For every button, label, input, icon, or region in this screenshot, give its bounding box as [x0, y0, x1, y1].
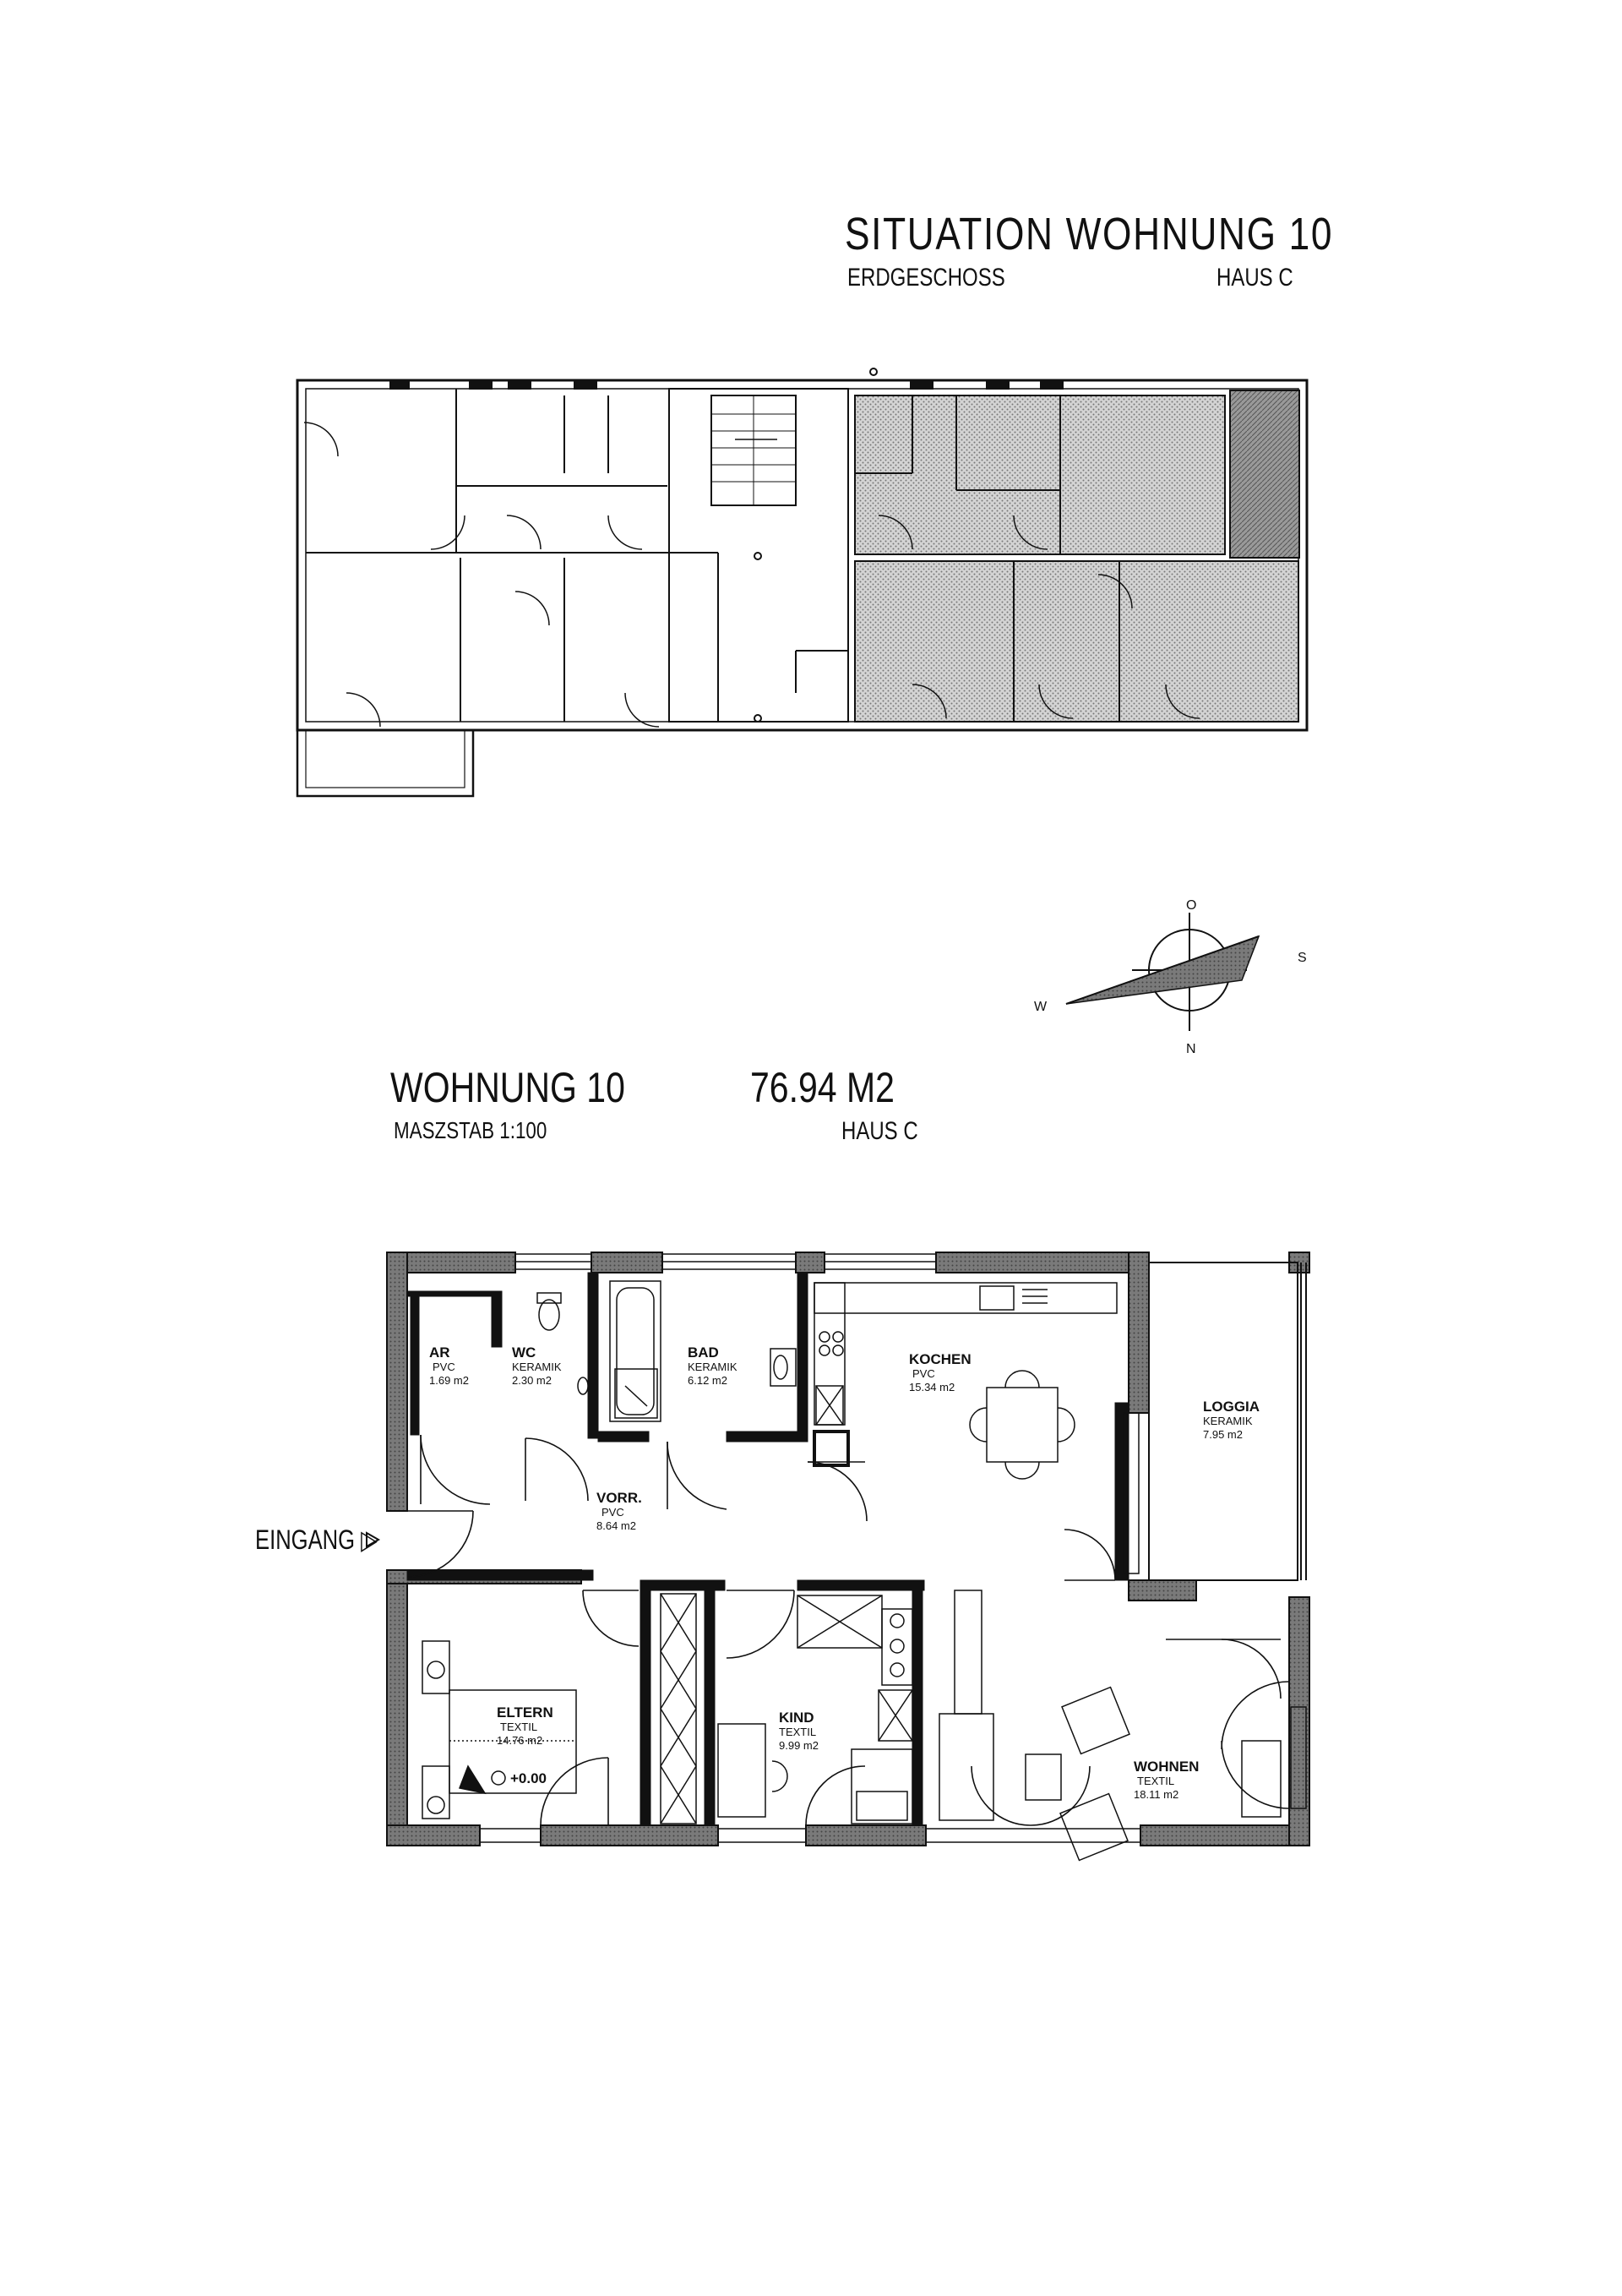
room-vorr-floor: PVC — [601, 1506, 624, 1519]
situation-house: HAUS C — [1216, 264, 1293, 292]
room-wohnen-area: 18.11 m2 — [1134, 1788, 1178, 1801]
situation-floor: ERDGESCHOSS — [847, 264, 1005, 292]
room-loggia-floor: KERAMIK — [1203, 1415, 1253, 1427]
level-mark: +0.00 — [510, 1770, 547, 1786]
room-kochen-area: 15.34 m2 — [909, 1381, 955, 1393]
compass — [1065, 913, 1260, 1031]
room-bad-area: 6.12 m2 — [688, 1374, 727, 1387]
room-ar-name: AR — [429, 1344, 450, 1361]
room-wohnen-name: WOHNEN — [1134, 1759, 1199, 1775]
room-kind-floor: TEXTIL — [779, 1726, 816, 1738]
room-bad-floor: KERAMIK — [688, 1361, 738, 1373]
compass-label-w: W — [1034, 1000, 1048, 1014]
situation-title: SITUATION WOHNUNG 10 — [845, 209, 1334, 259]
unit-area: 76.94 M2 — [750, 1064, 895, 1111]
room-eltern-name: ELTERN — [497, 1704, 553, 1721]
room-wc-floor: KERAMIK — [512, 1361, 562, 1373]
compass-label-s: S — [1298, 951, 1307, 965]
unit-title: WOHNUNG 10 — [390, 1064, 625, 1111]
unit-scale: MASZSTAB 1:100 — [394, 1117, 547, 1143]
room-wc-area: 2.30 m2 — [512, 1374, 552, 1387]
situation-plan — [296, 368, 1309, 798]
compass-label-n: N — [1186, 1042, 1196, 1056]
room-vorr-area: 8.64 m2 — [596, 1519, 636, 1532]
room-bad-name: BAD — [688, 1344, 719, 1361]
room-vorr-name: VORR. — [596, 1490, 642, 1506]
room-loggia-name: LOGGIA — [1203, 1399, 1260, 1415]
entrance-label: EINGANG ▷ — [255, 1524, 378, 1555]
room-kochen-floor: PVC — [912, 1367, 935, 1380]
room-ar-area: 1.69 m2 — [429, 1374, 469, 1387]
room-wohnen-floor: TEXTIL — [1137, 1775, 1174, 1787]
room-kind-area: 9.99 m2 — [779, 1739, 819, 1752]
unit-floor-plan — [366, 1252, 1310, 1862]
unit-house: HAUS C — [841, 1117, 918, 1145]
room-labels: AR PVC 1.69 m2 WC KERAMIK 2.30 m2 BAD KE… — [429, 1344, 1260, 1801]
room-eltern-area: 14.76 m2 — [497, 1734, 542, 1747]
room-wc-name: WC — [512, 1344, 536, 1361]
room-kind-name: KIND — [779, 1710, 814, 1726]
room-loggia-area: 7.95 m2 — [1203, 1428, 1243, 1441]
compass-label-o: O — [1186, 898, 1196, 913]
room-eltern-floor: TEXTIL — [500, 1721, 537, 1733]
room-kochen-name: KOCHEN — [909, 1351, 972, 1367]
room-ar-floor: PVC — [433, 1361, 455, 1373]
